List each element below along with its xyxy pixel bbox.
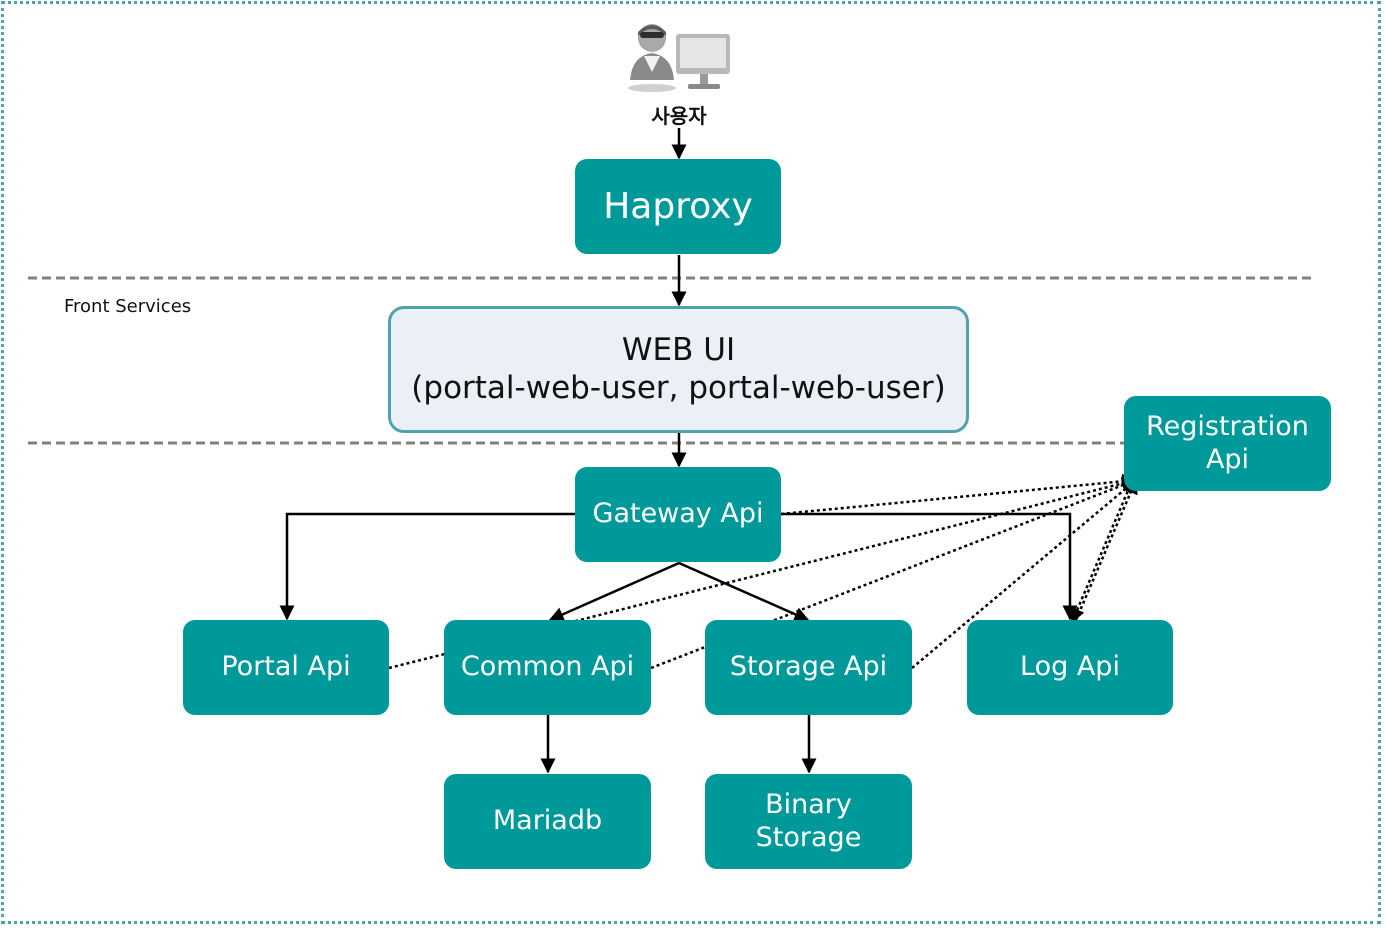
binary-storage-node: Binary Storage [705,774,912,869]
binary-storage-label-line1: Binary [765,789,852,821]
common-api-node: Common Api [444,620,651,715]
dotted-arrow-gateway-to-registration [780,473,1138,516]
mariadb-node: Mariadb [444,774,651,869]
dotted-arrow-storage-to-registration [911,479,1138,669]
arrow-gateway-to-common [548,561,680,622]
dotted-arrow-log-to-registration [1074,478,1138,621]
gateway-api-label: Gateway Api [592,498,764,530]
user-at-computer-icon [628,24,730,92]
web-ui-title: WEB UI [621,332,736,369]
portal-api-node: Portal Api [183,620,389,715]
storage-api-label: Storage Api [729,651,888,683]
gateway-api-node: Gateway Api [575,467,781,562]
log-api-node: Log Api [967,620,1173,715]
registration-api-node: Registration Api [1124,396,1331,491]
arrow-gateway-to-log [781,512,1078,621]
mariadb-label: Mariadb [492,805,603,837]
web-ui-subtitle: (portal-web-user, portal-web-user) [411,369,946,406]
portal-api-label: Portal Api [221,651,351,683]
registration-api-label-line1: Registration [1146,411,1309,443]
front-services-zone-label: Front Services [64,296,192,317]
registration-api-label-line2: Api [1205,443,1250,475]
dotted-arrow-registration-to-log [1070,485,1132,624]
storage-api-node: Storage Api [705,620,912,715]
common-api-label: Common Api [460,651,635,683]
binary-storage-label-line2: Storage [755,821,862,853]
web-ui-node: WEB UI (portal-web-user, portal-web-user… [388,306,969,433]
haproxy-label: Haproxy [603,185,753,227]
arrow-gateway-to-storage [678,561,810,622]
arrow-gateway-to-portal [279,512,575,621]
user-label: 사용자 [651,104,707,128]
log-api-label: Log Api [1020,651,1120,683]
haproxy-node: Haproxy [575,159,781,254]
